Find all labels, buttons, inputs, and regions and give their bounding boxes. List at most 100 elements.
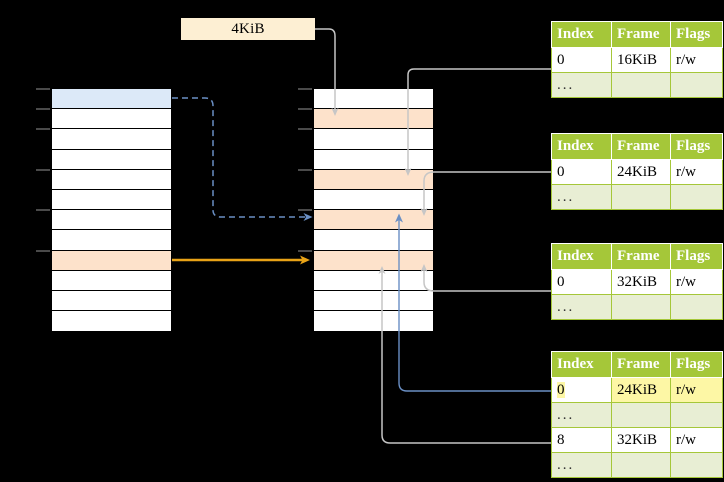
table-cell-frame: 32KiB: [611, 269, 671, 295]
memory-cell: [314, 290, 433, 312]
table-cell-index: 0: [551, 377, 612, 403]
memory-cell: [314, 270, 433, 291]
column-header-flags: Flags: [670, 133, 723, 160]
table-cell-index: ...: [551, 72, 612, 98]
row-tick-mark: [298, 128, 312, 131]
memory-cell: [314, 129, 433, 150]
table-cell-frame: [611, 402, 671, 428]
column-header-index: Index: [551, 351, 612, 378]
memory-cell: [314, 311, 433, 332]
memory-cell: [52, 189, 171, 211]
row-tick-mark: [298, 168, 312, 171]
row-tick-mark: [36, 128, 50, 131]
row-tick-mark: [298, 88, 312, 90]
memory-cell: [314, 230, 433, 251]
column-header-frame: Frame: [611, 351, 671, 378]
row-tick-mark: [36, 168, 50, 171]
memory-cell: [52, 89, 171, 110]
table-cell-index: 0: [551, 47, 612, 73]
table-cell-index: 0: [551, 159, 612, 185]
memory-cell: [52, 169, 171, 190]
memory-cell: [314, 169, 433, 190]
table-cell-frame: [611, 184, 671, 210]
wire-virtual-page-to-frame-dashed: [172, 97, 313, 221]
memory-cell: [314, 149, 433, 170]
row-tick-mark: [36, 108, 50, 111]
column-header-frame: Frame: [611, 21, 671, 48]
column-header-frame: Frame: [611, 243, 671, 270]
row-tick-mark: [298, 108, 312, 111]
row-tick-mark: [36, 88, 50, 90]
wire-table2-to-frame: [420, 171, 551, 216]
row-tick-mark: [36, 209, 50, 212]
page-size-label: 4KiB: [181, 18, 315, 40]
column-header-index: Index: [551, 243, 612, 270]
memory-cell: [52, 250, 171, 271]
memory-cell: [314, 210, 433, 231]
table-cell-flags: r/w: [670, 47, 723, 73]
row-tick-mark: [36, 249, 50, 252]
table-cell-frame: [611, 452, 671, 478]
table-ellipsis-row: ...: [551, 294, 723, 320]
table-cell-flags: r/w: [670, 377, 723, 403]
table-cell-flags: [670, 184, 723, 210]
table-cell-flags: [670, 402, 723, 428]
table-ellipsis-row: ...: [551, 452, 723, 478]
table-cell-index: 0: [551, 269, 612, 295]
table-cell-frame: 16KiB: [611, 47, 671, 73]
table-cell-flags: r/w: [670, 427, 723, 453]
table-ellipsis-row: ...: [551, 184, 723, 210]
row-tick-mark: [298, 209, 312, 212]
column-header-index: Index: [551, 133, 612, 160]
column-header-index: Index: [551, 21, 612, 48]
highlighted-value: 0: [557, 381, 565, 398]
memory-cell: [52, 129, 171, 150]
memory-cell: [314, 250, 433, 271]
table-cell-frame: 32KiB: [611, 427, 671, 453]
table-cell-flags: r/w: [670, 159, 723, 185]
memory-cell: [52, 311, 171, 332]
memory-cell: [52, 230, 171, 251]
memory-cell: [52, 210, 171, 231]
memory-cell: [52, 290, 171, 312]
column-header-flags: Flags: [670, 21, 723, 48]
table-cell-index: ...: [551, 402, 612, 428]
table-cell-index: ...: [551, 184, 612, 210]
table-cell-index: 8: [551, 427, 612, 453]
table-ellipsis-row: ...: [551, 72, 723, 98]
wire-table3-to-frame: [420, 264, 551, 292]
memory-cell: [52, 149, 171, 170]
column-header-flags: Flags: [670, 351, 723, 378]
column-header-frame: Frame: [611, 133, 671, 160]
table-cell-flags: [670, 294, 723, 320]
table-cell-flags: [670, 72, 723, 98]
memory-cell: [52, 109, 171, 130]
physical-memory-stack: [313, 88, 434, 333]
table-cell-index: ...: [551, 452, 612, 478]
table-cell-frame: [611, 72, 671, 98]
memory-cell: [52, 270, 171, 291]
table-cell-frame: [611, 294, 671, 320]
table-cell-flags: r/w: [670, 269, 723, 295]
table-cell-flags: [670, 452, 723, 478]
table-cell-index: ...: [551, 294, 612, 320]
memory-cell: [314, 189, 433, 211]
column-header-flags: Flags: [670, 243, 723, 270]
table-ellipsis-row: ...: [551, 402, 723, 428]
table-cell-frame: 24KiB: [611, 159, 671, 185]
memory-cell: [314, 109, 433, 130]
memory-cell: [314, 89, 433, 110]
